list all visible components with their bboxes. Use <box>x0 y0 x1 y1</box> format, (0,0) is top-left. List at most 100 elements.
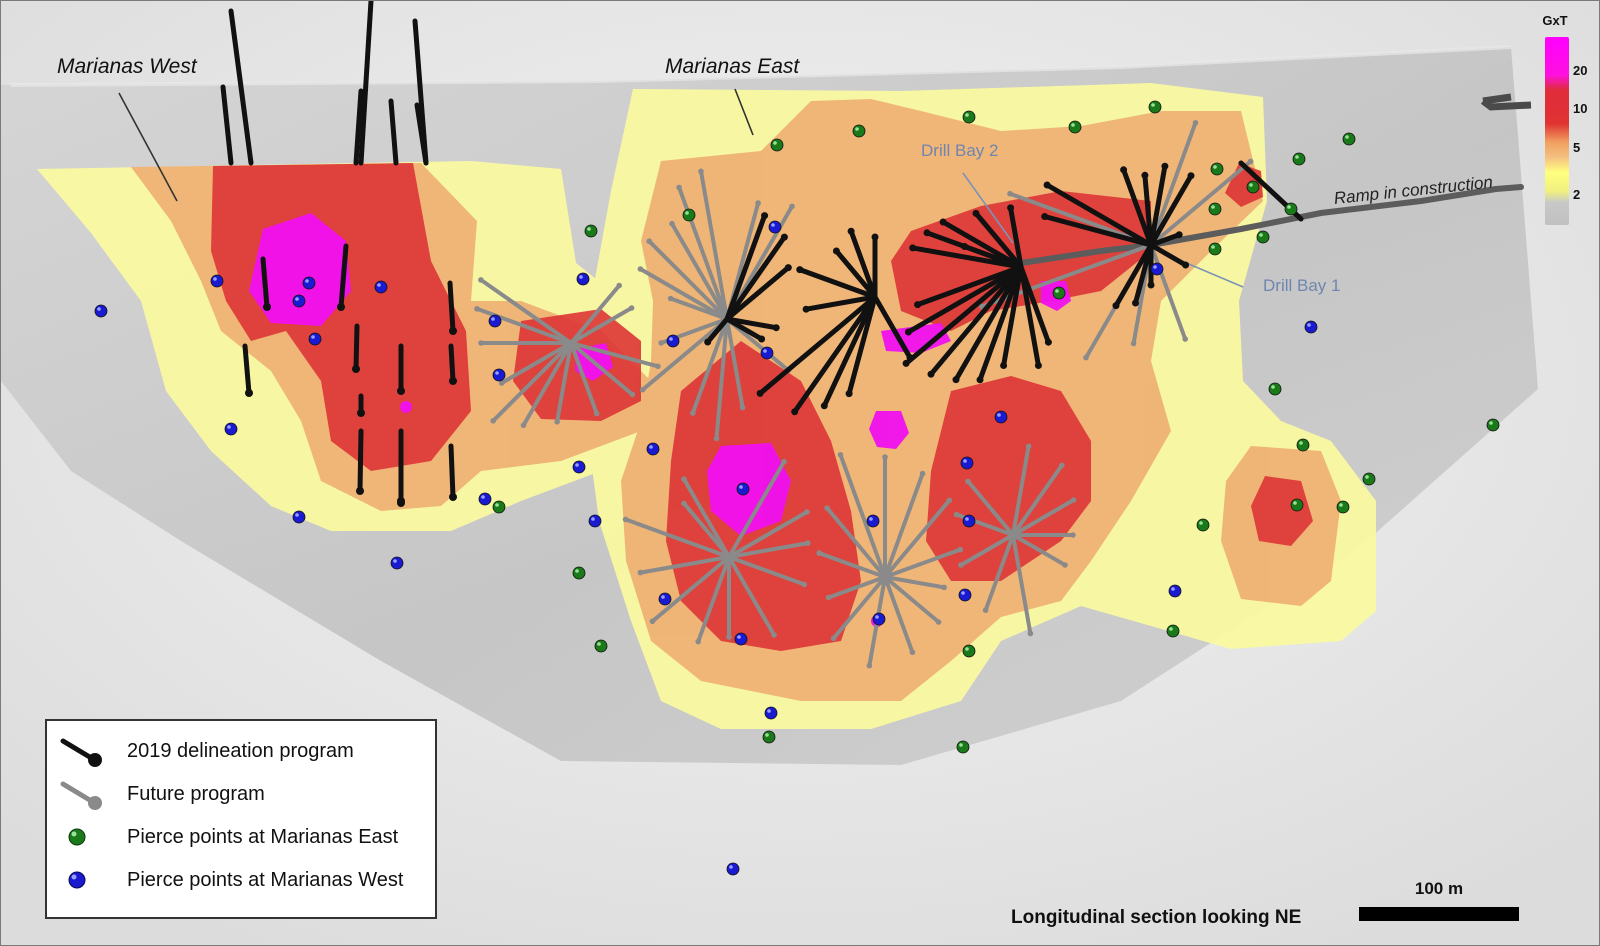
pierce-point-west-highlight <box>875 615 879 619</box>
delineation-drillhole <box>953 264 1024 383</box>
future-drillhole-end <box>1182 336 1188 342</box>
future-drillhole <box>983 533 1015 613</box>
delineation-drillhole-end <box>761 212 769 220</box>
delineation-drillhole-end <box>780 233 788 241</box>
pierce-point-west-highlight <box>661 595 665 599</box>
pierce-point-east-highlight <box>959 743 963 747</box>
pierce-point-west-highlight <box>295 513 299 517</box>
future-drillhole <box>959 533 1015 567</box>
delineation-drillhole-end <box>845 390 853 398</box>
pierce-point-west <box>588 514 602 528</box>
future-drillhole-end <box>919 470 926 477</box>
pierce-point-west <box>866 514 880 528</box>
future-drillhole-end <box>909 649 916 655</box>
pierce-point-east-highlight <box>965 647 969 651</box>
future-drillhole-end <box>667 295 674 302</box>
future-drillhole <box>838 452 887 579</box>
future-drillhole-end <box>979 303 985 310</box>
future-drillhole <box>1011 444 1031 537</box>
delineation-drillhole-end <box>1147 281 1155 289</box>
delineation-drillhole-end <box>397 387 405 395</box>
future-drillhole-end <box>681 500 687 507</box>
future-drillhole-end <box>953 511 960 518</box>
blue-dot-icon <box>68 871 86 889</box>
delineation-drillhole <box>724 265 791 322</box>
pierce-point-east-highlight <box>1345 135 1349 139</box>
legend-label: 2019 delineation program <box>127 740 354 762</box>
pierce-point-west <box>726 862 740 876</box>
pierce-point-east-highlight <box>765 733 769 737</box>
future-drillhole <box>499 341 573 385</box>
pierce-point-west-highlight <box>965 517 969 521</box>
future-drillhole <box>682 477 731 559</box>
delineation-drillhole-end <box>902 359 910 367</box>
future-drillhole-end <box>690 410 696 416</box>
future-drillhole <box>1011 463 1064 537</box>
future-drillhole <box>727 541 810 559</box>
pierce-point-west-highlight <box>305 279 309 283</box>
pierce-point-west-highlight <box>763 349 767 353</box>
pierce-point-east-highlight <box>1259 233 1263 237</box>
pierce-point-west <box>210 274 224 288</box>
pierce-point-east <box>1296 438 1310 452</box>
delineation-drillhole <box>1133 242 1154 306</box>
pierce-point-west <box>1304 320 1318 334</box>
label-drill-bay-2: Drill Bay 2 <box>921 141 999 160</box>
delineation-drillhole <box>448 343 456 384</box>
color-scale-break-20: 20 <box>1573 63 1588 78</box>
pierce-point-west <box>646 442 660 456</box>
pierce-points <box>94 100 1500 876</box>
label-marianas-east: Marianas East <box>665 55 800 78</box>
pierce-point-east-highlight <box>1365 475 1369 479</box>
future-drillhole <box>670 221 729 321</box>
future-drillhole-end <box>593 410 600 417</box>
delineation-drillhole <box>1121 167 1154 248</box>
pierce-point-west-highlight <box>997 413 1001 417</box>
pierce-point-west-highlight <box>1171 587 1175 591</box>
pierce-point-west <box>958 588 972 602</box>
pierce-point-east-highlight <box>1287 205 1291 209</box>
pierce-point-west-highlight <box>213 277 217 281</box>
delineation-drillhole-end <box>245 389 253 397</box>
future-drillhole <box>478 277 573 345</box>
future-drillhole <box>555 341 573 424</box>
pierce-point-west <box>960 456 974 470</box>
delineation-drillhole-end <box>772 324 780 332</box>
pierce-point-west-highlight <box>669 337 673 341</box>
delineation-drillhole-end <box>939 218 947 226</box>
future-drillhole-end <box>629 391 636 398</box>
future-drillhole-end <box>816 550 822 556</box>
delineation-drillhole-end <box>796 266 804 274</box>
section-caption: Longitudinal section looking NE <box>1011 907 1302 928</box>
future-drillhole <box>831 575 887 641</box>
pierce-point-east <box>1290 498 1304 512</box>
future-drillhole <box>966 479 1015 537</box>
pierce-point-west-highlight <box>311 335 315 339</box>
future-drillhole-end <box>1070 497 1077 503</box>
future-drillhole <box>569 283 622 345</box>
delineation-drillhole <box>353 88 364 166</box>
future-drillhole-end <box>474 306 480 312</box>
gxt-color-scale: GxT 20 10 5 2 <box>1531 9 1591 231</box>
delineation-drillhole-end <box>337 303 345 311</box>
delineation-drillhole <box>447 280 456 334</box>
future-drillhole <box>650 555 731 624</box>
delineation-drillhole <box>1142 172 1154 248</box>
delineation-drillhole <box>1042 214 1154 248</box>
pierce-point-east <box>1284 202 1298 216</box>
delineation-drillhole <box>821 294 878 409</box>
delineation-drillhole <box>388 98 399 166</box>
future-drillhole-end <box>1059 462 1065 469</box>
delineation-drillhole <box>448 443 456 500</box>
pierce-point-west-highlight <box>869 517 873 521</box>
delineation-drillhole-end <box>871 233 879 241</box>
pierce-point-east <box>1148 100 1162 114</box>
delineation-drillhole-end <box>847 227 855 235</box>
future-drillhole-end <box>726 634 732 640</box>
pierce-point-east <box>770 138 784 152</box>
legend-item-pierce-west: Pierce points at Marianas West <box>47 862 437 898</box>
delineation-drillhole <box>1018 264 1041 368</box>
delineation-drillhole <box>1018 264 1051 345</box>
future-drillhole-end <box>957 546 963 553</box>
pierce-point-east <box>962 110 976 124</box>
